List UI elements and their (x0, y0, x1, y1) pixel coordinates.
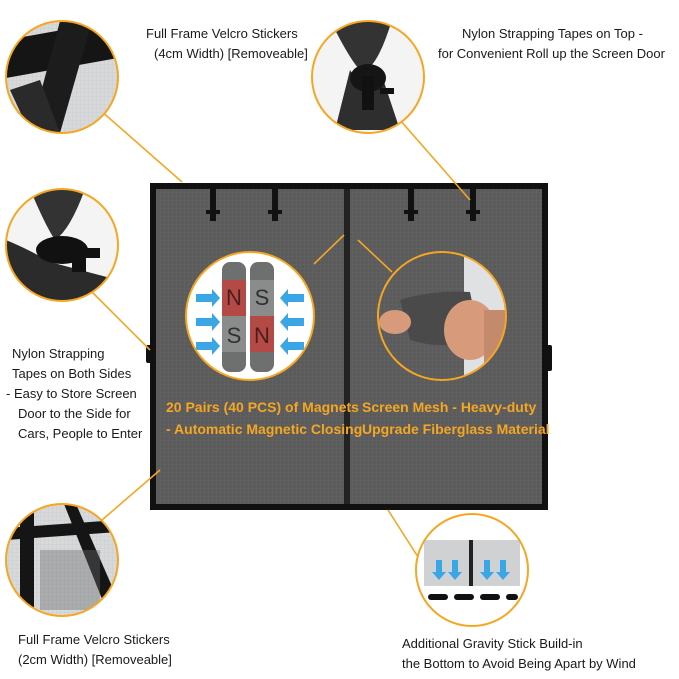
arrow-right-icon (196, 289, 220, 355)
magnet-letter-n: N (226, 285, 242, 310)
caption-line: - Automatic Magnetic Closing (166, 421, 363, 437)
label-velcro-4cm: Full Frame Velcro Stickers (4cm Width) [… (146, 24, 308, 64)
magnetic-seam (344, 189, 350, 504)
arrow-down-icon (432, 560, 510, 580)
magnet-letter-n: N (254, 323, 270, 348)
label-line: (2cm Width) [Removeable] (18, 652, 172, 667)
detail-heavy-duty-mesh (377, 251, 507, 381)
label-line: Additional Gravity Stick Build-in (402, 636, 583, 651)
detail-gravity-stick (415, 513, 529, 627)
label-line: Door to the Side for (18, 406, 131, 421)
label-line: - Easy to Store Screen (6, 386, 137, 401)
top-strapping-tapes (206, 189, 480, 221)
callout-lines (89, 109, 471, 561)
mesh-caption: Screen Mesh - Heavy-duty Upgrade Fibergl… (362, 396, 550, 440)
label-side-strapping: Nylon Strapping Tapes on Both Sides - Ea… (6, 344, 142, 444)
label-velcro-2cm: Full Frame Velcro Stickers (2cm Width) [… (18, 630, 172, 670)
label-top-strapping: Nylon Strapping Tapes on Top - for Conve… (438, 24, 665, 64)
right-side-strap (544, 345, 552, 371)
label-line: Tapes on Both Sides (12, 366, 132, 381)
label-line: for Convenient Roll up the Screen Door (438, 46, 665, 61)
detail-velcro-2cm (5, 503, 119, 617)
label-line: the Bottom to Avoid Being Apart by Wind (402, 656, 636, 671)
caption-line: 20 Pairs (40 PCS) of Magnets (166, 399, 359, 415)
magnets-caption: 20 Pairs (40 PCS) of Magnets - Automatic… (166, 396, 362, 440)
detail-magnets (185, 251, 315, 381)
label-line: Nylon Strapping Tapes on Top - (462, 26, 643, 41)
label-line: Cars, People to Enter (18, 426, 143, 441)
detail-side-strap (5, 188, 119, 302)
label-line: Nylon Strapping (12, 346, 105, 361)
arrow-left-icon (280, 289, 304, 355)
left-side-strap (146, 345, 154, 363)
magnet-icon (222, 280, 246, 316)
label-line: Full Frame Velcro Stickers (146, 26, 298, 41)
detail-velcro-4cm (5, 20, 119, 134)
magnet-letter-s: S (255, 285, 270, 310)
label-line: Full Frame Velcro Stickers (18, 632, 170, 647)
caption-line: Screen Mesh - Heavy-duty (362, 399, 537, 415)
magnet-letter-s: S (227, 323, 242, 348)
label-line: (4cm Width) [Removeable] (154, 46, 308, 61)
detail-rolled-top (311, 20, 425, 134)
caption-line: Upgrade Fiberglass Material (362, 421, 550, 437)
label-gravity-stick: Additional Gravity Stick Build-in the Bo… (402, 634, 636, 674)
